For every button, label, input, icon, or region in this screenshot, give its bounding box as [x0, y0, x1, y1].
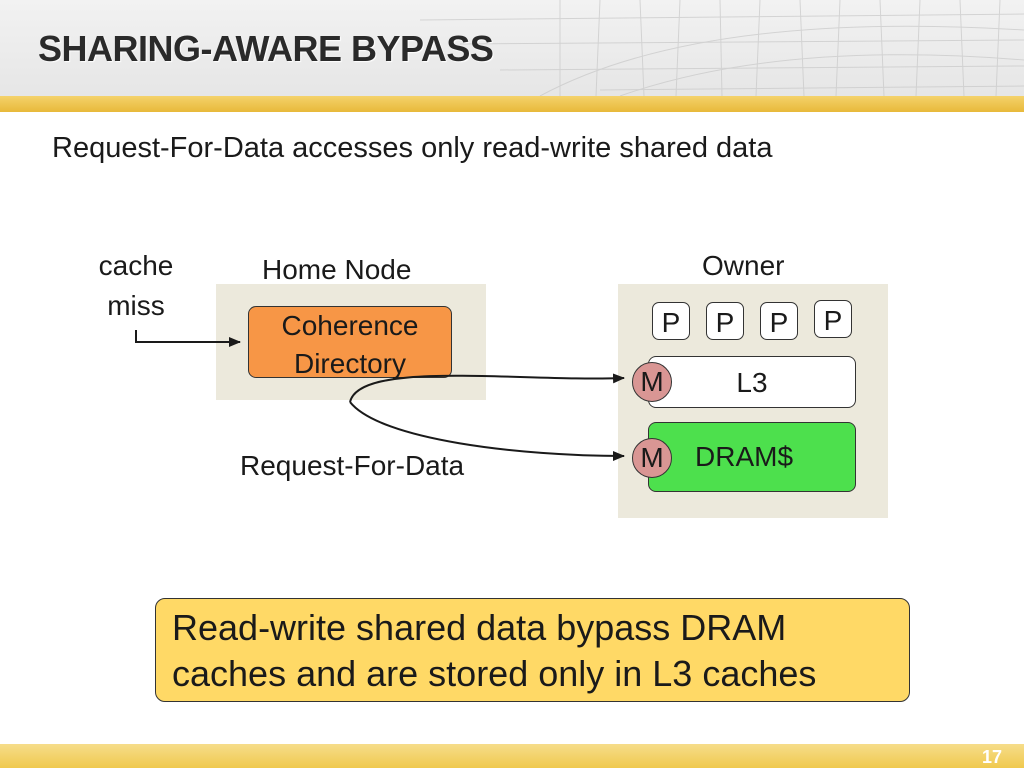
coherence-directory-box: Coherence Directory: [248, 306, 452, 379]
request-arrow-to-l3: [349, 373, 625, 403]
cache-miss-line-2: miss: [107, 290, 165, 321]
callout-line-2: caches and are stored only in L3 caches: [172, 653, 817, 694]
header-stripe: [0, 96, 1024, 112]
request-arrow-to-dram: [349, 401, 625, 461]
slide-title: SHARING-AWARE BYPASS: [38, 28, 494, 69]
dram-label: DRAM$: [695, 441, 794, 472]
header-grid-decoration: [419, 0, 1024, 96]
callout-line-1: Read-write shared data bypass DRAM: [172, 607, 787, 648]
page-number: 17: [981, 747, 1002, 767]
l3-cache-box: L3: [648, 356, 856, 408]
owner-label: Owner: [702, 250, 785, 281]
slide-header: SHARING-AWARE BYPASS: [0, 0, 1024, 96]
coherence-directory-line-2: Directory: [293, 348, 406, 379]
processor-box-1: P: [652, 302, 690, 340]
dram-cache-box: DRAM$: [648, 422, 856, 492]
processor-box-3: P: [760, 302, 798, 340]
cache-miss-line-1: cache: [98, 250, 174, 281]
summary-callout: Read-write shared data bypass DRAM cache…: [155, 598, 910, 702]
request-for-data-label: Request-For-Data: [240, 450, 465, 481]
processor-box-2: P: [706, 302, 744, 340]
footer-stripe: [0, 744, 1024, 768]
coherence-directory-line-1: Coherence: [281, 310, 419, 341]
memory-controller-dram: M: [632, 438, 672, 478]
cache-miss-label: cache miss: [82, 246, 190, 326]
l3-label: L3: [736, 367, 768, 398]
memory-controller-l3: M: [632, 362, 672, 402]
cache-miss-arrow: [135, 330, 241, 347]
home-node-label: Home Node: [262, 254, 412, 285]
slide-subtitle: Request-For-Data accesses only read-writ…: [52, 132, 773, 164]
processor-box-4: P: [814, 300, 852, 338]
